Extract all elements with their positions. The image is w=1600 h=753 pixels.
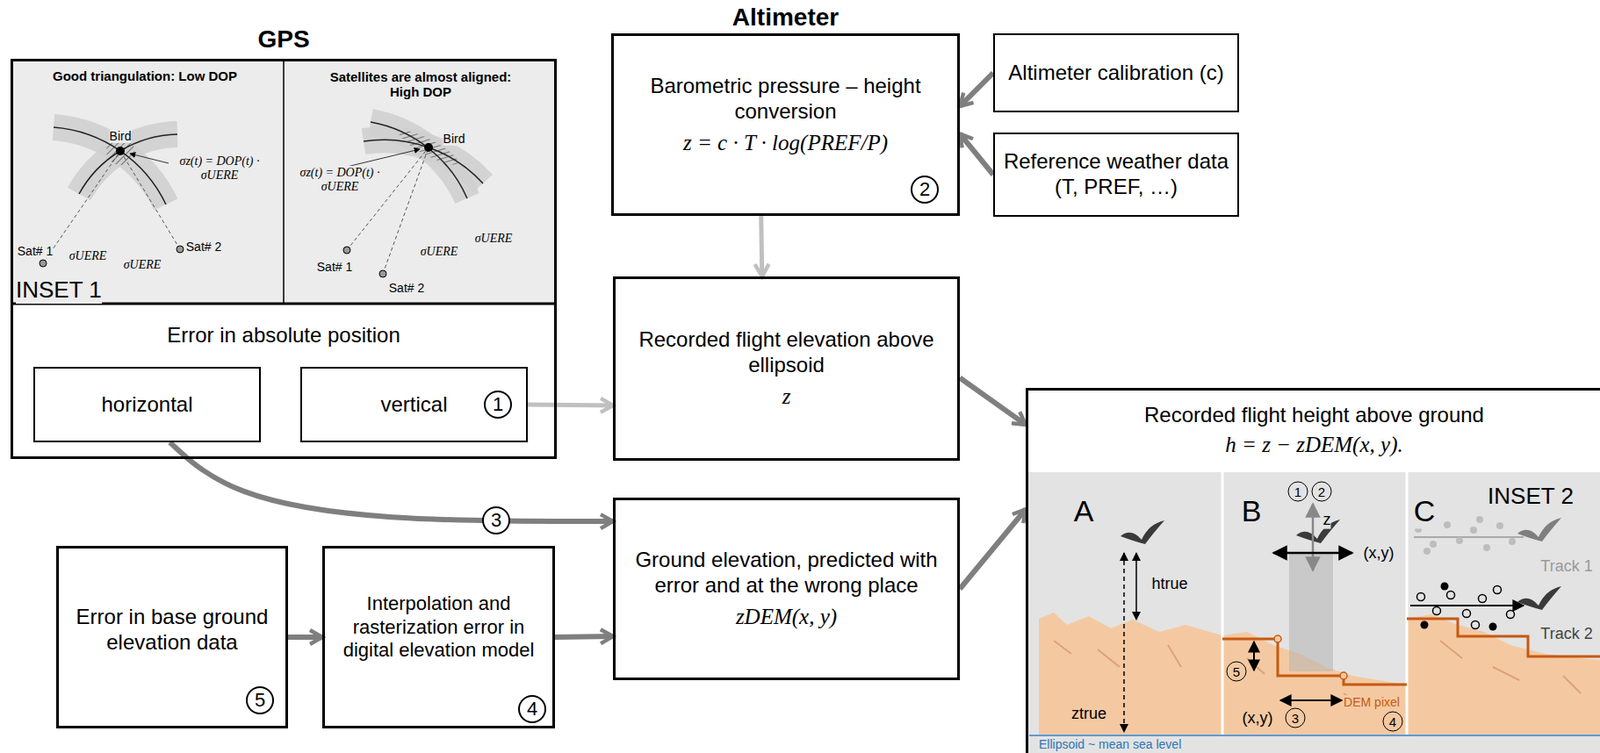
box-text: Ground elevation, predicted with error a… bbox=[622, 547, 951, 599]
flow-arrow bbox=[527, 404, 613, 406]
inset-label: INSET 2 bbox=[1487, 483, 1574, 511]
panel-caption: Satellites are almost aligned: High DOP bbox=[319, 69, 522, 101]
box-text: horizontal bbox=[100, 392, 193, 419]
formula: zDEM(x, y) bbox=[735, 604, 837, 631]
dimension-label: htrue bbox=[1151, 575, 1188, 594]
box-text: Altimeter calibration (c) bbox=[1008, 60, 1224, 87]
formula: z = c · T · log(PREF/P) bbox=[683, 129, 888, 157]
error-label: σUERE bbox=[420, 245, 459, 260]
point-label: Bird bbox=[109, 129, 132, 144]
inset-label: INSET 1 bbox=[15, 277, 102, 304]
callout-number: 1 bbox=[1288, 482, 1309, 503]
flow-arrow bbox=[288, 634, 323, 641]
process-box: Ground elevation, predicted with error a… bbox=[612, 497, 960, 681]
inset-2 bbox=[1025, 472, 1600, 753]
formula-label: σz(t) = DOP(t) · σUERE bbox=[171, 154, 268, 183]
panel-heading: Altimeter bbox=[613, 4, 958, 31]
flow-arrow bbox=[959, 378, 1026, 426]
dem-label: DEM pixel bbox=[1343, 695, 1400, 710]
axis-label: z bbox=[1323, 511, 1332, 530]
satellite-label: Sat# 1 bbox=[17, 244, 53, 259]
axis-label: (x,y) bbox=[1242, 709, 1274, 728]
box-text: Barometric pressure – height conversion bbox=[620, 73, 951, 125]
satellite-label: Sat# 2 bbox=[186, 239, 222, 254]
result-box: Recorded flight height above ground h = z… bbox=[1025, 388, 1600, 753]
error-label: σUERE bbox=[123, 258, 162, 273]
box-heading: Error in absolute position bbox=[13, 323, 555, 349]
flow-arrow bbox=[554, 634, 613, 641]
panel-letter: C bbox=[1413, 494, 1436, 529]
axis-label: (x,y) bbox=[1363, 544, 1395, 563]
baseline-label: Ellipsoid ~ mean sea level bbox=[1038, 737, 1182, 752]
flow-arrow bbox=[959, 72, 994, 107]
input-box: Reference weather data (T, PREF, …) bbox=[993, 132, 1240, 217]
error-label: σUERE bbox=[475, 231, 513, 246]
track-label: Track 1 bbox=[1540, 557, 1593, 577]
formula: h = z − zDEM(x, y). bbox=[1225, 432, 1403, 459]
box-text: Reference weather data (T, PREF, …) bbox=[1001, 149, 1231, 201]
box-text: Recorded flight height above ground bbox=[1144, 403, 1485, 429]
callout-number: 1 bbox=[483, 390, 512, 419]
callout-number: 3 bbox=[1285, 708, 1306, 729]
flow-arrow bbox=[761, 216, 763, 277]
flow-arrow bbox=[169, 442, 613, 522]
box-text: Error in base ground elevation data bbox=[65, 605, 279, 656]
satellite-label: Sat# 1 bbox=[317, 259, 353, 274]
formula: z bbox=[782, 383, 792, 411]
panel-heading: GPS bbox=[13, 26, 555, 53]
callout-number: 2 bbox=[1311, 482, 1333, 503]
callout-number: 5 bbox=[245, 686, 274, 715]
formula-label: σz(t) = DOP(t) · σUERE bbox=[291, 165, 389, 195]
box-text: vertical bbox=[380, 392, 447, 419]
altimeter-box: AltimeterBarometric pressure – height co… bbox=[611, 33, 960, 217]
point-label: Bird bbox=[443, 131, 466, 146]
callout-number: 3 bbox=[482, 506, 511, 535]
error-box: horizontal bbox=[33, 367, 261, 443]
panel-letter: A bbox=[1073, 494, 1095, 529]
error-label: σUERE bbox=[69, 249, 108, 264]
panel-caption: Good triangulation: Low DOP bbox=[52, 68, 238, 84]
callout-number: 5 bbox=[1226, 662, 1247, 683]
callout-number: 2 bbox=[910, 175, 939, 204]
panel-letter: B bbox=[1241, 494, 1262, 529]
box-text: Recorded flight elevation above ellipsoi… bbox=[622, 327, 951, 379]
process-box: Recorded flight elevation above ellipsoi… bbox=[612, 276, 960, 462]
flow-arrow bbox=[959, 509, 1026, 590]
flow-arrow bbox=[959, 133, 994, 175]
track-label: Track 2 bbox=[1540, 625, 1593, 644]
input-box: Altimeter calibration (c) bbox=[993, 33, 1240, 113]
callout-number: 4 bbox=[1383, 712, 1404, 733]
dimension-label: ztrue bbox=[1071, 705, 1107, 724]
satellite-label: Sat# 2 bbox=[389, 281, 425, 296]
box-text: Interpolation and rasterization error in… bbox=[331, 592, 546, 663]
inset-1 bbox=[10, 58, 557, 304]
callout-number: 4 bbox=[518, 695, 547, 724]
